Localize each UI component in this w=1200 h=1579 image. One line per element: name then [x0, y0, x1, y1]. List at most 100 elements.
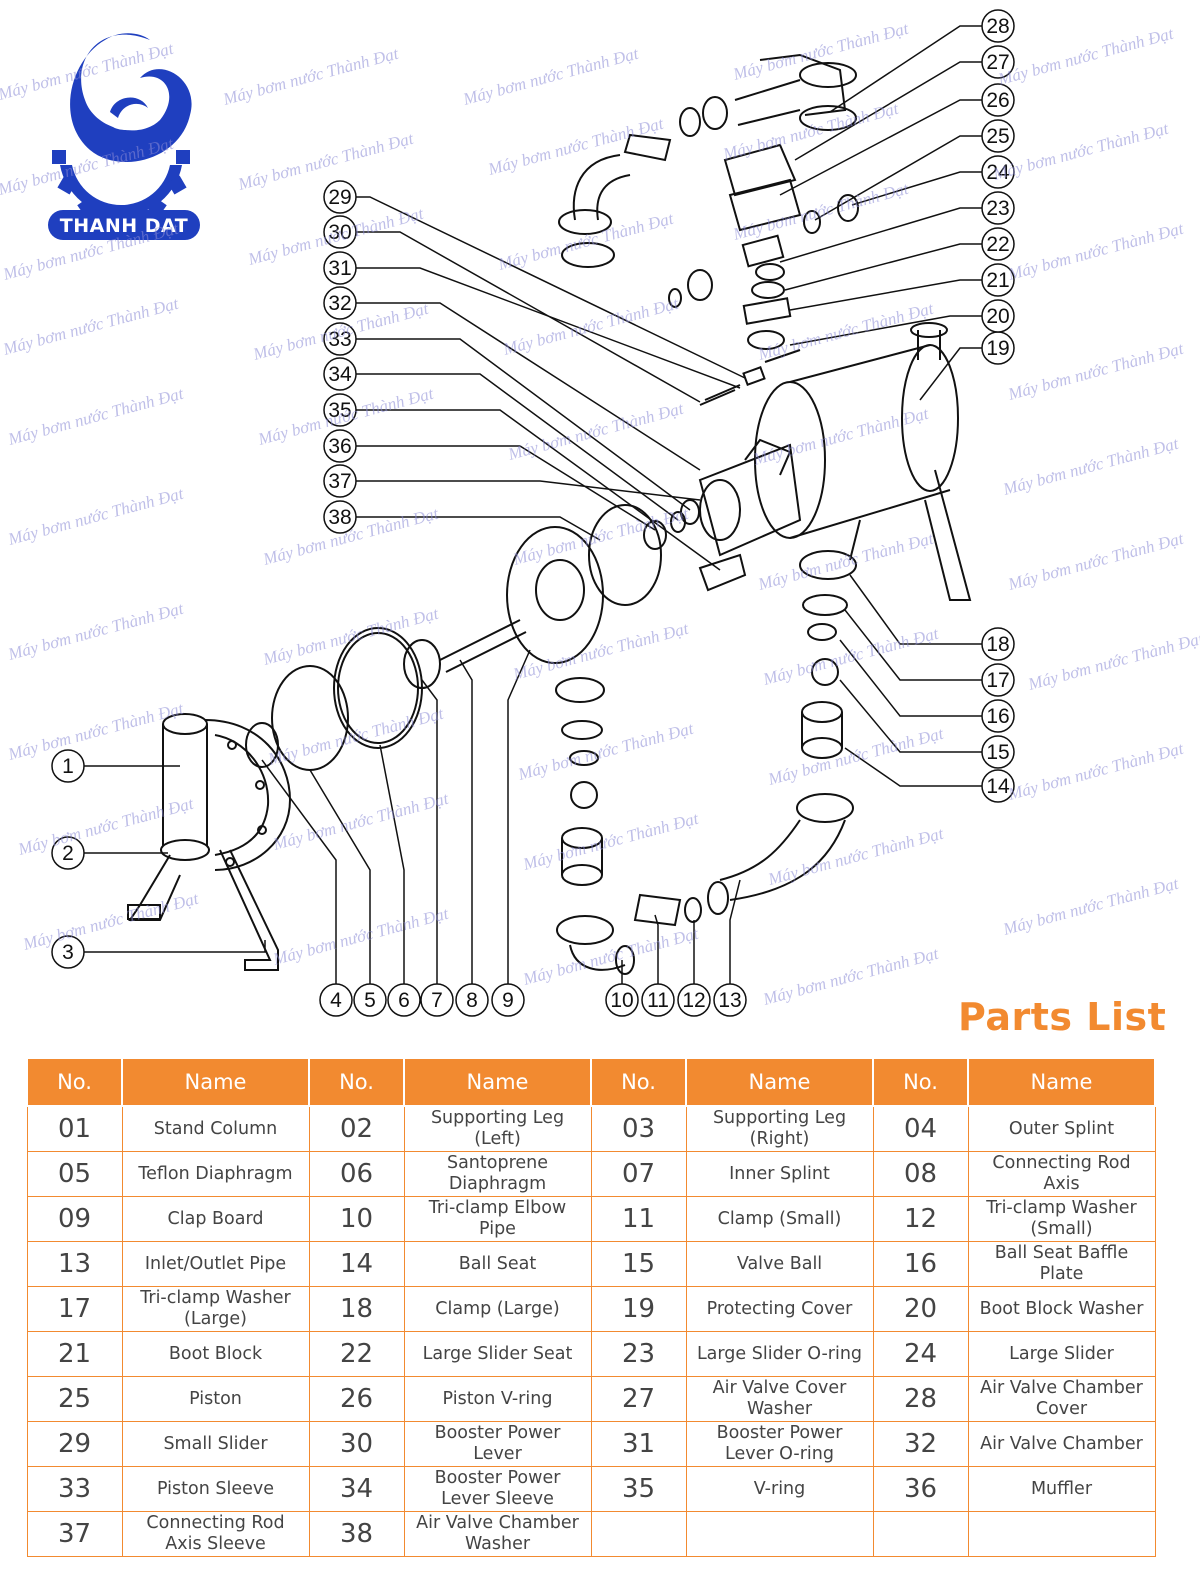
part-number: 19: [590, 1286, 687, 1332]
part-name: Tri-clamp Washer (Large): [121, 1286, 310, 1332]
part-name: Teflon Diaphragm: [121, 1151, 310, 1197]
callout-30: 30: [323, 215, 357, 249]
callout-5-label: 5: [364, 989, 376, 1012]
watermark-text: Máy bơm nước Thành Đạt: [750, 403, 931, 469]
part-number: 25: [26, 1376, 123, 1422]
watermark-text: Máy bơm nước Thành Đạt: [5, 383, 186, 449]
part-number: 35: [590, 1466, 687, 1512]
watermark-text: Máy bơm nước Thành Đạt: [730, 18, 911, 84]
watermark-text: Máy bơm nước Thành Đạt: [1005, 338, 1186, 404]
watermark-text: Máy bơm nước Thành Đạt: [260, 603, 441, 669]
watermark-text: Máy bơm nước Thành Đạt: [515, 718, 696, 784]
callout-25: 25: [981, 119, 1015, 153]
part-number: 12: [872, 1196, 969, 1242]
parts-list-title: Parts List: [958, 995, 1167, 1039]
callout-17-label: 17: [986, 669, 1009, 692]
part-name: Air Valve Chamber: [967, 1421, 1156, 1467]
part-number: 10: [308, 1196, 405, 1242]
callout-8: 8: [455, 983, 489, 1017]
callout-13: 13: [713, 983, 747, 1017]
callout-36: 36: [323, 429, 357, 463]
callout-7-label: 7: [431, 989, 443, 1012]
part-name: Air Valve Chamber Washer: [403, 1511, 592, 1557]
part-number: 05: [26, 1151, 123, 1197]
part-name: Booster Power Lever Sleeve: [403, 1466, 592, 1512]
part-number: 21: [26, 1331, 123, 1377]
callout-23: 23: [981, 191, 1015, 225]
part-name: Connecting Rod Axis: [967, 1151, 1156, 1197]
watermark-text: Máy bơm nước Thành Đạt: [510, 503, 691, 569]
part-name: Large Slider: [967, 1331, 1156, 1377]
callout-1: 1: [51, 749, 85, 783]
part-number: 26: [308, 1376, 405, 1422]
part-name: Boot Block Washer: [967, 1286, 1156, 1332]
empty-cell: [685, 1511, 874, 1557]
part-name: Supporting Leg (Right): [685, 1105, 874, 1152]
part-name: Booster Power Lever: [403, 1421, 592, 1467]
part-number: 14: [308, 1241, 405, 1287]
watermark-text: Máy bơm nước Thành Đạt: [270, 788, 451, 854]
callout-24-label: 24: [986, 161, 1010, 184]
callout-4-label: 4: [330, 989, 342, 1012]
air-valve-chamber: [698, 438, 802, 557]
watermark-text: Máy bơm nước Thành Đạt: [1000, 873, 1181, 939]
watermark-text: Máy bơm nước Thành Đạt: [235, 128, 416, 194]
part-number: 27: [590, 1376, 687, 1422]
leader-lines: [84, 25, 982, 985]
header-name: Name: [403, 1057, 592, 1107]
watermark-text: Máy bơm nước Thành Đạt: [520, 808, 701, 874]
part-name: Connecting Rod Axis Sleeve: [121, 1511, 310, 1557]
part-name: Muffler: [967, 1466, 1156, 1512]
part-name: Supporting Leg (Left): [403, 1105, 592, 1152]
callout-5: 5: [353, 983, 387, 1017]
callout-25-label: 25: [986, 125, 1009, 148]
callout-20-label: 20: [986, 305, 1009, 328]
part-number: 23: [590, 1331, 687, 1377]
watermark-text: Máy bơm nước Thành Đạt: [1005, 218, 1186, 284]
part-number: 20: [872, 1286, 969, 1332]
part-number: 28: [872, 1376, 969, 1422]
part-number: 34: [308, 1466, 405, 1512]
part-name: Stand Column: [121, 1105, 310, 1152]
callout-19-label: 19: [986, 337, 1009, 360]
right-valve-stack: [633, 550, 857, 927]
callout-24: 24: [981, 155, 1015, 189]
callout-29-label: 29: [328, 186, 351, 209]
part-name: Small Slider: [121, 1421, 310, 1467]
header-name: Name: [967, 1057, 1156, 1107]
header-name: Name: [685, 1057, 874, 1107]
part-number: 15: [590, 1241, 687, 1287]
callout-35-label: 35: [328, 399, 351, 422]
callout-21: 21: [981, 263, 1015, 297]
callout-9-label: 9: [502, 989, 514, 1012]
stand-column: [160, 713, 292, 871]
empty-cell: [872, 1511, 969, 1557]
callout-32: 32: [323, 286, 357, 320]
callout-8-label: 8: [466, 989, 478, 1012]
watermark-text: Máy bơm nước Thành Đạt: [0, 293, 181, 359]
callout-29: 29: [323, 180, 357, 214]
protecting-cover: [754, 322, 972, 601]
part-name: V-ring: [685, 1466, 874, 1512]
callout-20: 20: [981, 299, 1015, 333]
watermark-text: Máy bơm nước Thành Đạt: [270, 903, 451, 969]
watermark-text: Máy bơm nước Thành Đạt: [755, 528, 936, 594]
header-no: No.: [26, 1057, 123, 1107]
part-name: Clamp (Small): [685, 1196, 874, 1242]
part-number: 07: [590, 1151, 687, 1197]
watermark-text: Máy bơm nước Thành Đạt: [765, 823, 946, 889]
part-number: 08: [872, 1151, 969, 1197]
callout-22-label: 22: [986, 233, 1009, 256]
callout-34: 34: [323, 357, 357, 391]
callout-3-label: 3: [62, 941, 74, 964]
part-name: Clamp (Large): [403, 1286, 592, 1332]
